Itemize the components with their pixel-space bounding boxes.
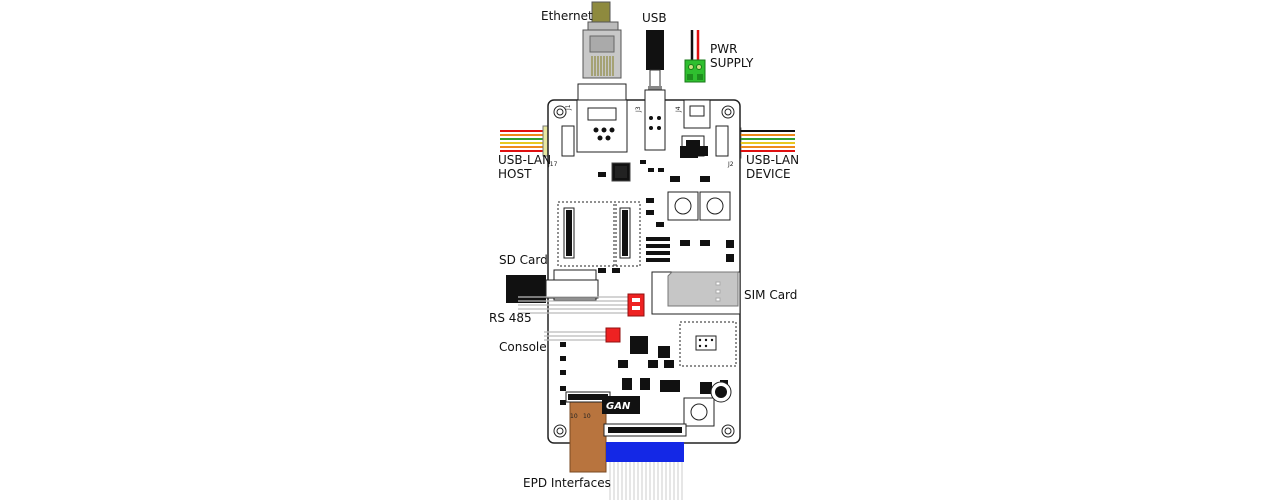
j1-label: J1 — [565, 104, 572, 111]
silk-ten-1: 10 — [570, 413, 578, 420]
sd-card-label: SD Card — [499, 253, 548, 267]
gan-chip — [602, 396, 640, 414]
power-supply-connector — [684, 30, 706, 83]
sim-card-label: SIM Card — [744, 288, 798, 302]
ethernet-plug — [582, 1, 622, 79]
usb-lan-device-label: USB-LAN DEVICE — [746, 153, 800, 181]
usb-plug — [646, 30, 664, 90]
j2-connector — [715, 125, 729, 157]
epd-interfaces-label: EPD Interfaces — [523, 476, 611, 490]
push-buttons — [667, 191, 731, 427]
usb-lan-host-cable — [500, 125, 552, 157]
epd-fpc-connector — [603, 423, 687, 462]
sim-card — [651, 271, 741, 315]
rs485-cable — [518, 293, 645, 317]
gan-chip-label: GAN — [606, 401, 631, 412]
epd-flex-cable — [565, 391, 611, 473]
board-to-board-connectors — [557, 201, 641, 267]
sd-card — [506, 269, 599, 303]
console-label: Console — [499, 340, 547, 354]
ethernet-label: Ethernet — [541, 9, 593, 23]
j3-label: J3 — [635, 106, 642, 113]
led-array — [646, 237, 670, 262]
modem-module — [679, 321, 737, 367]
pwr-supply-label: PWR SUPPLY — [710, 42, 754, 70]
usb-lan-device-cable — [732, 127, 795, 159]
usb-jack — [644, 89, 666, 151]
j17-connector — [561, 125, 575, 157]
j17-label: J17 — [547, 161, 558, 168]
j4-label: J4 — [675, 106, 682, 113]
silk-ten-2: 10 — [583, 413, 591, 420]
usb-lan-host-label: USB-LAN HOST — [498, 153, 552, 181]
console-cable — [544, 327, 621, 343]
qfn-chip — [630, 336, 648, 354]
rj45-jack — [576, 83, 628, 153]
j2-label: J2 — [727, 161, 734, 168]
epd-flex-traces — [609, 462, 683, 500]
small-chip — [658, 346, 670, 358]
usb-label: USB — [642, 11, 667, 25]
rs485-label: RS 485 — [489, 311, 532, 325]
